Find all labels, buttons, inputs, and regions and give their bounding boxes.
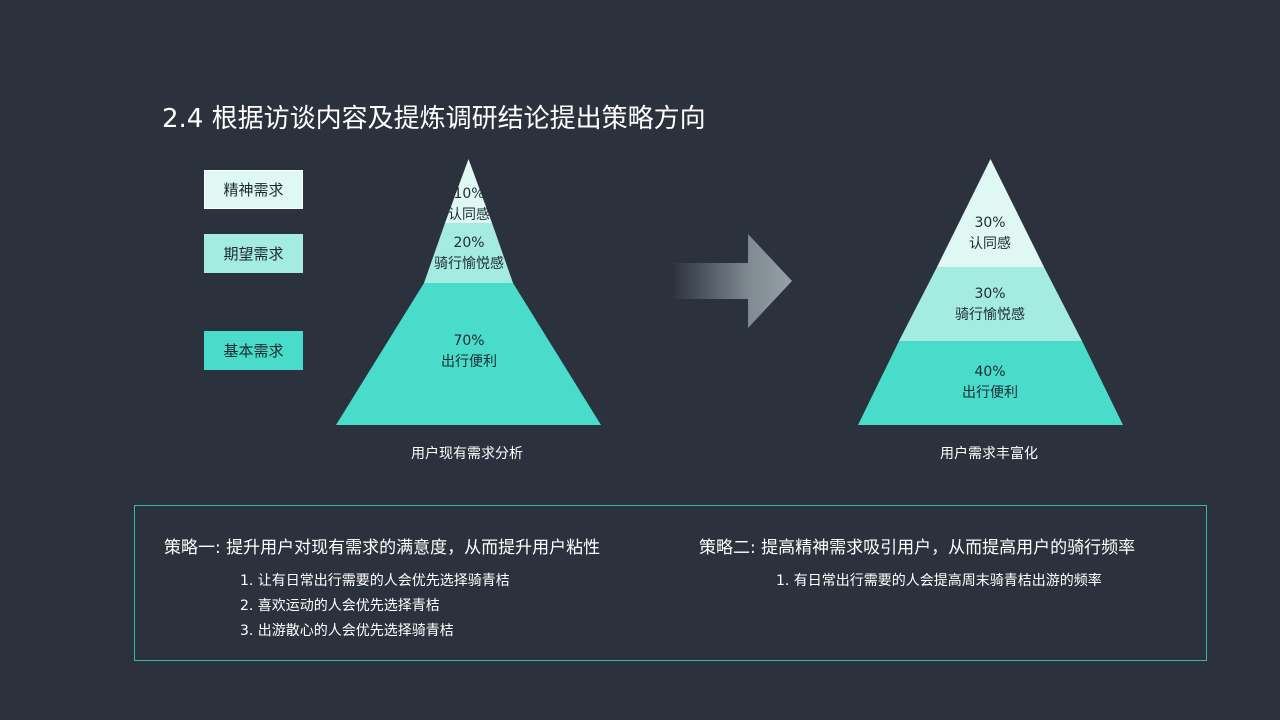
pyramid-current-tier-base-text: 70% 出行便利: [441, 331, 497, 373]
strategy-one-item: 2. 喜欢运动的人会优先选择青桔: [240, 598, 440, 614]
pyramid-current-tier-mid-text: 20% 骑行愉悦感: [434, 233, 504, 275]
pyramid-current-tier-top-text: 10% 认同感: [448, 184, 490, 226]
tier-label: 出行便利: [962, 385, 1018, 401]
pyramid-tier-base: [336, 283, 601, 425]
arrow-right-icon: [672, 234, 792, 328]
pyramid-enriched-tier-top-text: 30% 认同感: [969, 213, 1011, 255]
tier-percent: 10%: [453, 186, 485, 202]
legend-label: 精神需求: [223, 181, 284, 199]
pyramid-tier-base: [858, 341, 1123, 425]
legend-label: 期望需求: [223, 245, 284, 263]
pyramid-tier-top: [445, 159, 492, 223]
tier-percent: 70%: [453, 333, 485, 349]
pyramid-enriched-caption: 用户需求丰富化: [940, 446, 1038, 462]
tier-label: 认同感: [969, 236, 1011, 252]
tier-percent: 30%: [974, 286, 1006, 302]
pyramid-enriched-tier-base-text: 40% 出行便利: [962, 362, 1018, 404]
pyramid-current-caption: 用户现有需求分析: [411, 446, 523, 462]
strategy-two-title: 策略二: 提高精神需求吸引用户，从而提高用户的骑行频率: [699, 538, 1136, 558]
strategy-one-item: 1. 让有日常出行需要的人会优先选择骑青桔: [240, 573, 510, 589]
strategy-one-item: 3. 出游散心的人会优先选择骑青桔: [240, 623, 454, 639]
pyramid-tier-mid: [424, 223, 513, 283]
tier-label: 骑行愉悦感: [434, 256, 504, 272]
legend-basic-needs: 基本需求: [204, 331, 303, 370]
pyramid-enriched-tier-mid-text: 30% 骑行愉悦感: [955, 284, 1025, 326]
strategy-two-item: 1. 有日常出行需要的人会提高周末骑青桔出游的频率: [776, 573, 1102, 589]
tier-label: 认同感: [448, 207, 490, 223]
tier-percent: 30%: [974, 215, 1006, 231]
legend-spiritual-needs: 精神需求: [204, 170, 303, 209]
tier-percent: 20%: [453, 235, 485, 251]
strategy-one-title: 策略一: 提升用户对现有需求的满意度，从而提升用户粘性: [164, 538, 601, 558]
pyramid-current: [336, 159, 601, 425]
strategy-panel: 策略一: 提升用户对现有需求的满意度，从而提升用户粘性 1. 让有日常出行需要的…: [134, 505, 1207, 661]
tier-label: 出行便利: [441, 354, 497, 370]
tier-label: 骑行愉悦感: [955, 307, 1025, 323]
legend-expected-needs: 期望需求: [204, 234, 303, 273]
page-title: 2.4 根据访谈内容及提炼调研结论提出策略方向: [162, 104, 706, 134]
pyramid-enriched: [858, 159, 1123, 425]
pyramid-tier-mid: [899, 267, 1082, 341]
legend-label: 基本需求: [223, 342, 284, 360]
pyramid-tier-top: [937, 159, 1044, 267]
tier-percent: 40%: [974, 364, 1006, 380]
